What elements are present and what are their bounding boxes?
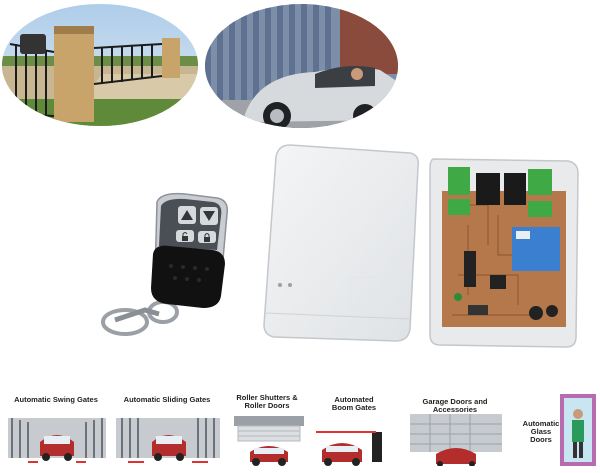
application-sliding-gates: Automatic Sliding Gates [112, 396, 222, 466]
receiver-board-open [428, 155, 580, 350]
remote-button-down[interactable] [200, 207, 218, 225]
remote-control [95, 190, 245, 350]
application-swing-gates: Automatic Swing Gates [6, 396, 106, 466]
receiver-enclosure-closed [262, 143, 422, 343]
application-label: Garage Doors and Accessories [422, 397, 488, 414]
boom-gate-illustration [316, 431, 382, 466]
application-roller-shutters: Roller Shutters & Roller Doors [228, 393, 306, 466]
open-lock-icon [182, 232, 188, 241]
remote-button-up[interactable] [178, 206, 196, 224]
driveway-gate-photo [2, 4, 198, 126]
application-label: Automatic Sliding Gates [123, 395, 211, 404]
down-arrow-icon [203, 211, 215, 221]
application-garage-doors: Garage Doors and Accessories [400, 396, 510, 466]
garage-door-illustration [410, 414, 502, 466]
sliding-gate-illustration [116, 418, 220, 463]
swing-gate-illustration [8, 418, 106, 463]
closed-lock-icon [204, 233, 210, 242]
roller-door-illustration [234, 416, 304, 466]
application-label: Automatic Glass Doors [522, 419, 560, 444]
glass-door-illustration [560, 394, 596, 466]
remote-button-closed-lock[interactable] [198, 231, 216, 243]
remote-button-open-lock[interactable] [176, 230, 194, 242]
garage-door-car-photo [205, 4, 398, 128]
application-label: Automated Boom Gates [331, 395, 377, 412]
application-boom-gates: Automated Boom Gates [310, 396, 396, 466]
application-glass-doors: Automatic Glass Doors [522, 386, 598, 468]
application-label: Automatic Swing Gates [14, 395, 98, 404]
application-label: Roller Shutters & Roller Doors [236, 393, 298, 410]
up-arrow-icon [181, 210, 193, 220]
